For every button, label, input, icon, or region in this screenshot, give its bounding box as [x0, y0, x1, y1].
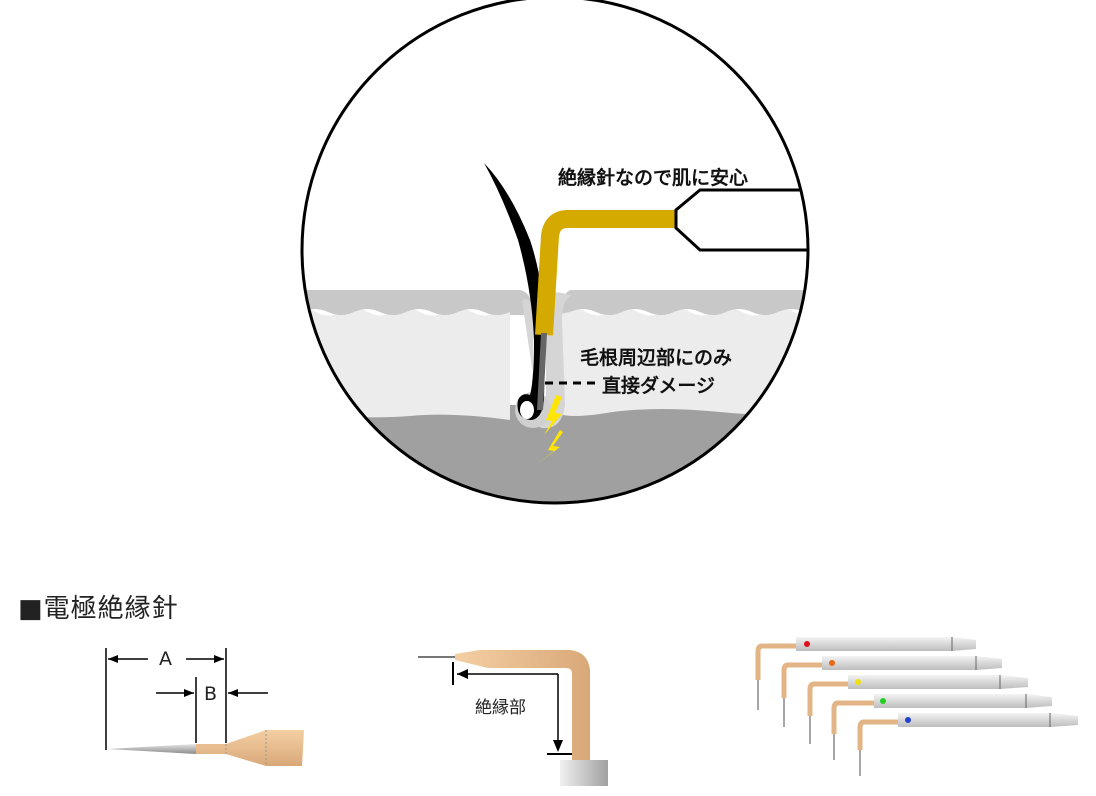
needle-item: [755, 637, 976, 710]
needle-dimension-figure: [105, 648, 304, 766]
needle-handle: [674, 188, 808, 252]
dimension-label-b: B: [204, 683, 218, 705]
spark-icon: [536, 430, 563, 465]
callout-direct-damage: 直接ダメージ: [602, 375, 716, 397]
insulated-needle: [535, 210, 676, 336]
needle-item: [831, 694, 1052, 760]
needle-item: [807, 675, 1028, 744]
bent-needle-figure: [418, 650, 608, 786]
needle-item: [781, 656, 1002, 727]
insulated-part-label: 絶縁部: [475, 698, 526, 718]
needle-item: [857, 713, 1078, 776]
epidermis-layer: [302, 290, 532, 315]
dermis-layer: [302, 308, 510, 420]
spark-icon: [544, 395, 562, 435]
section-title: ■電極絶縁針: [18, 594, 179, 624]
callout-insulated-needle: 絶縁針なので肌に安心: [558, 167, 749, 189]
magnifier-circle: [300, 0, 810, 505]
hair-follicle-diagram: [300, 0, 810, 505]
needle-set-figure: [755, 637, 1078, 776]
needle-tip: [537, 332, 547, 411]
callout-root-area: 毛根周辺部にのみ: [580, 347, 733, 369]
dimension-label-a: A: [159, 648, 172, 670]
